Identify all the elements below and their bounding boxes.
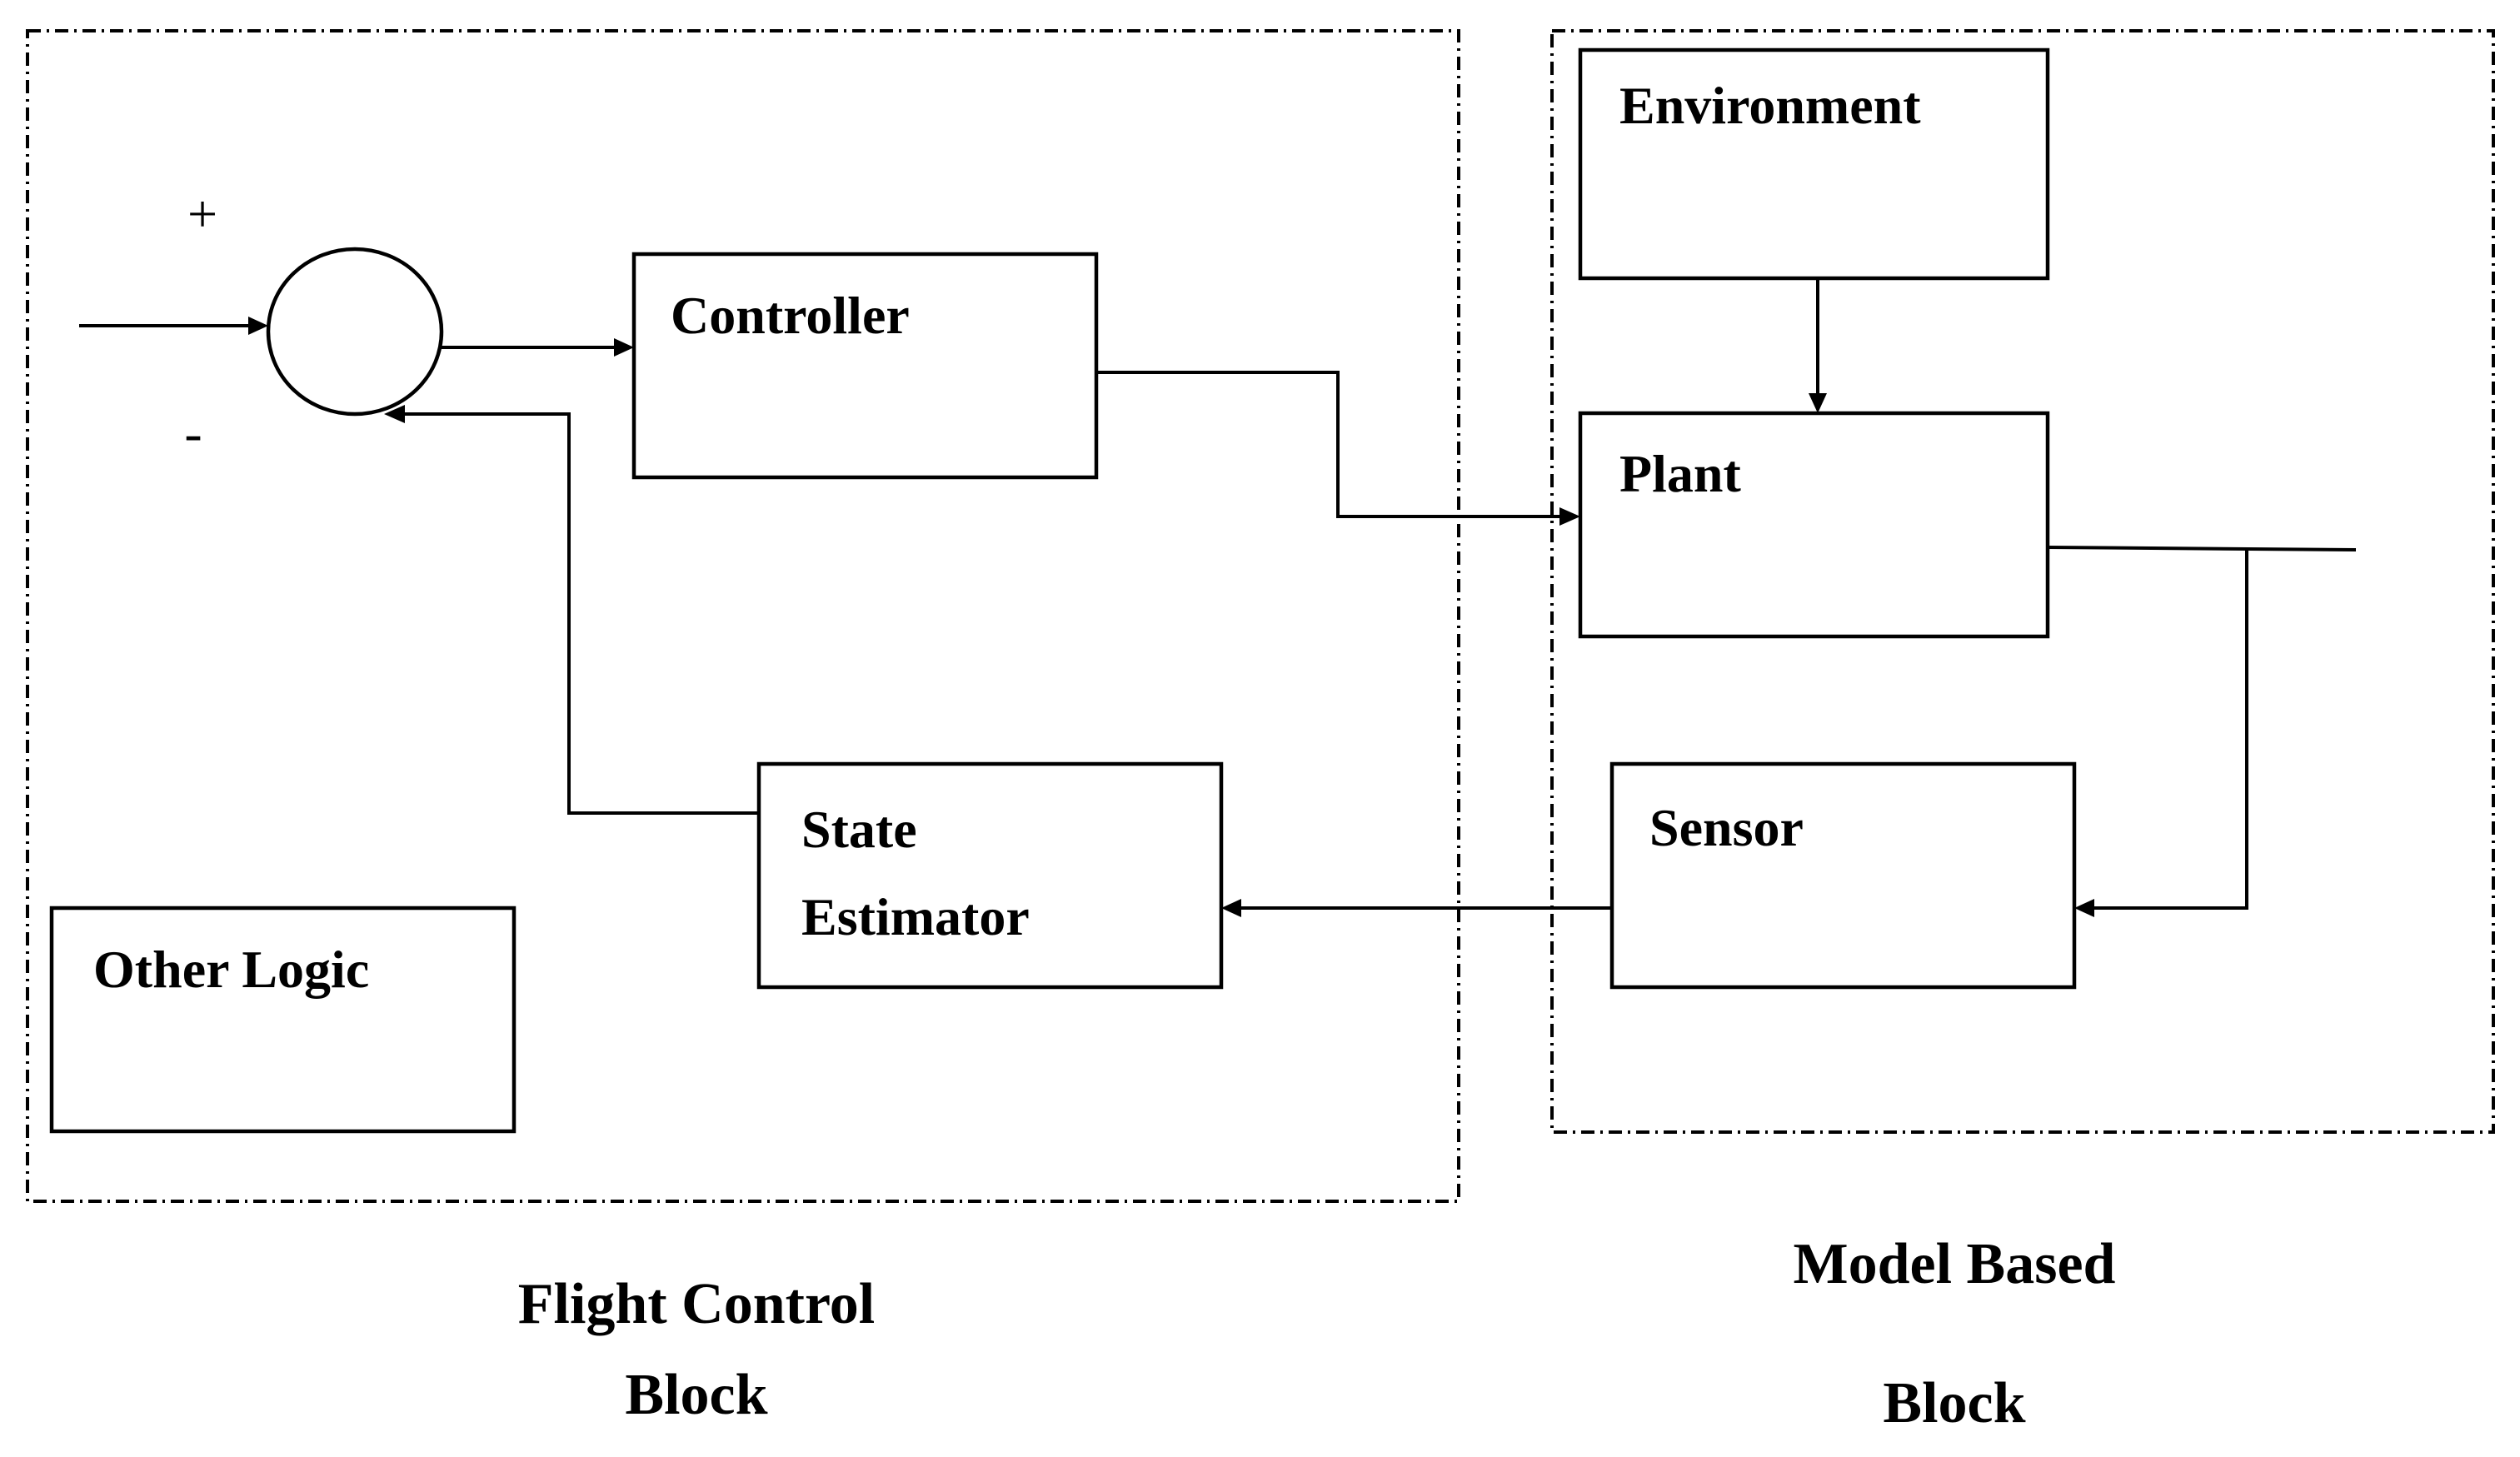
feedback-arrowhead [384, 405, 405, 423]
feedback-line [403, 412, 759, 815]
error-to-controller-arrowhead [614, 338, 634, 357]
model-based-caption-line1: Model Based [1794, 1232, 2116, 1296]
sensor-label: Sensor [1649, 798, 1804, 857]
summing-junction [266, 247, 444, 417]
state-estimator-block: State Estimator [756, 761, 1224, 990]
state-estimator-label-line1: State [801, 800, 917, 859]
model-based-caption-line2: Block [1883, 1371, 2025, 1435]
plant-to-sensor-line [2093, 549, 2248, 910]
plant-label: Plant [1619, 444, 1741, 503]
plant-output-line [2047, 546, 2357, 551]
plus-sign: + [187, 184, 217, 243]
sensor-block: Sensor [1609, 761, 2077, 990]
controller-label: Controller [671, 286, 910, 345]
reference-input-arrowhead [248, 317, 268, 335]
model-based-group [1550, 29, 2495, 1134]
other-logic-label: Other Logic [93, 940, 369, 999]
sensor-to-estimator-arrowhead [1221, 899, 1241, 917]
plant-block: Plant [1578, 411, 2050, 639]
flight-control-caption-line1: Flight Control [518, 1272, 875, 1336]
controller-to-plant-arrowhead [1559, 507, 1580, 526]
flight-control-caption-line2: Block [625, 1363, 767, 1427]
flight-control-group [26, 29, 1460, 1203]
environment-to-plant-arrowhead [1809, 393, 1827, 413]
plant-to-sensor-arrowhead [2074, 899, 2094, 917]
environment-block: Environment [1578, 47, 2050, 281]
minus-sign: - [184, 403, 202, 462]
state-estimator-label-line2: Estimator [801, 887, 1030, 946]
other-logic-block: Other Logic [49, 906, 516, 1134]
controller-block: Controller [631, 252, 1099, 480]
environment-label: Environment [1619, 76, 1921, 135]
controller-to-plant-line [1096, 371, 1559, 518]
